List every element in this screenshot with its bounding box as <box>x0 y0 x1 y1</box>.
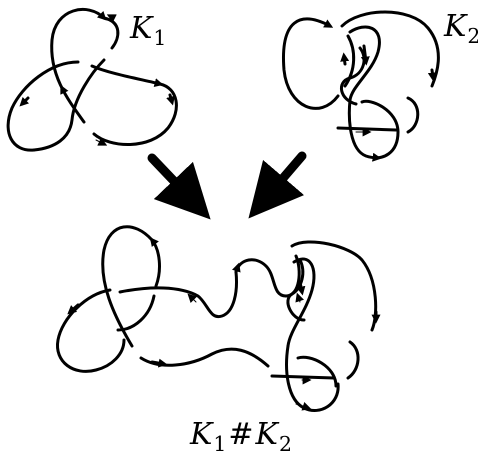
label-k2-sub: 2 <box>467 23 478 48</box>
label-k1-sub: 1 <box>153 25 167 50</box>
label-connected-sum: K1#K2 <box>190 417 292 454</box>
process-arrows <box>147 151 307 220</box>
label-sum-operator: # <box>228 417 254 452</box>
label-k2-main: K <box>444 9 467 44</box>
knot-k1 <box>6 8 178 152</box>
knot-sum <box>56 225 381 412</box>
label-k2: K2 <box>444 9 478 46</box>
label-sum-left-sub: 1 <box>213 431 227 456</box>
label-k1: K1 <box>130 11 166 48</box>
label-sum-right-main: K <box>255 417 278 452</box>
label-k1-main: K <box>130 11 153 46</box>
label-sum-left-main: K <box>190 417 213 452</box>
knot-k2 <box>281 10 440 162</box>
label-sum-right-sub: 2 <box>278 431 292 456</box>
